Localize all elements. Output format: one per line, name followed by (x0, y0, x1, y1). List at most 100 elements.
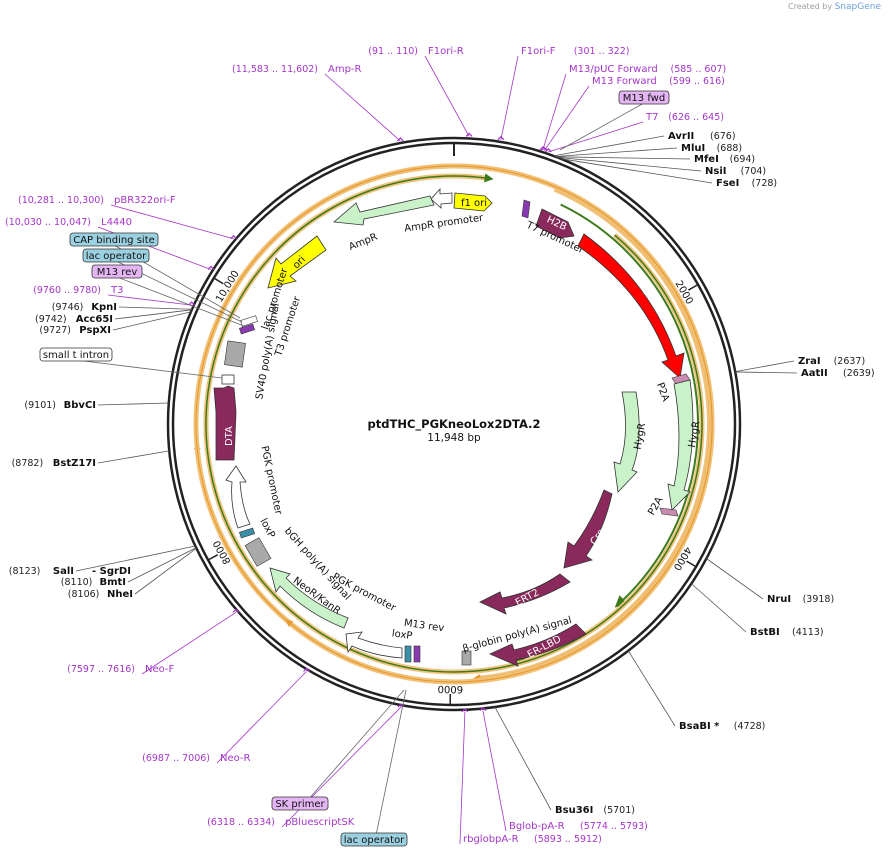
ert2-shape[interactable] (479, 573, 571, 615)
site-mlui-name[interactable]: MluI (681, 143, 705, 154)
p2a-2-shape[interactable] (659, 507, 679, 517)
site-avrii-name[interactable]: AvrII (668, 131, 694, 142)
callout-line (127, 547, 197, 583)
h2b-shape[interactable] (535, 208, 575, 239)
p2a-1-label: P2A (654, 381, 671, 403)
loxp-1-shape[interactable] (239, 527, 255, 539)
lac-promoter-shape[interactable] (240, 315, 258, 327)
m13-fwd-box-box[interactable] (618, 90, 670, 105)
hygr-inner-shape[interactable] (613, 391, 640, 493)
site-nhei-name[interactable]: NheI (107, 589, 133, 600)
site-nsii-name[interactable]: NsiI (705, 166, 726, 177)
site-bsabi-coord: (4728) (734, 721, 766, 732)
site-bbvci-name[interactable]: BbvCI (64, 400, 96, 411)
primer-amp-r-name[interactable]: Amp-R (328, 64, 362, 75)
site-aatii-name[interactable]: AatII (801, 368, 828, 379)
site-bsu36i-name[interactable]: Bsu36I (555, 805, 593, 816)
tdtomato-shape[interactable] (577, 233, 685, 379)
site-fsei-coord: (728) (752, 178, 778, 189)
sv40-pa-shape[interactable] (224, 340, 246, 368)
site-aatii-coord: (2639) (843, 368, 875, 379)
site-mlui-coord: (688) (717, 143, 743, 154)
callout-line (107, 294, 192, 306)
hygr-outer-label: HygR (687, 420, 702, 448)
m13-fwd-box-text: M13 fwd (623, 93, 665, 104)
callout-line (559, 102, 645, 151)
callout-line (557, 156, 702, 172)
site-kpni-name[interactable]: KpnI (91, 302, 117, 313)
site-zrai-name[interactable]: ZraI (798, 356, 821, 367)
site-nsii-coord: (704) (741, 166, 767, 177)
site-zrai-coord: (2637) (834, 356, 866, 367)
site-fsei-name[interactable]: FseI (716, 178, 739, 189)
site-bstbi-name[interactable]: BstBI (750, 627, 780, 638)
primer-neo-f-name[interactable]: Neo-F (145, 664, 175, 675)
primer-l4440-name[interactable]: L4440 (101, 217, 132, 228)
pgk-promoter-2-shape[interactable] (225, 465, 251, 529)
primer-f1ori-f-coord: (301 .. 322) (574, 46, 630, 57)
primer-t3-name[interactable]: T3 (110, 285, 123, 296)
site-bmti-name[interactable]: BmtI (99, 577, 126, 588)
m13-rev-box-box[interactable] (91, 264, 143, 279)
site-nrui-name[interactable]: NruI (767, 594, 791, 605)
bgh-pa-shape[interactable] (244, 537, 272, 567)
small-t-intron-box[interactable] (39, 347, 113, 362)
neokanr-shape[interactable] (269, 567, 349, 629)
primer-f1ori-f-mark (497, 135, 505, 141)
primer-pbluescriptsk-name[interactable]: pBluescriptSK (285, 817, 355, 828)
primer-bglob-pa-r-name[interactable]: Bglob-pA-R (509, 821, 565, 832)
callout-line (118, 306, 193, 310)
callout-line (97, 450, 170, 464)
tick-mark (212, 276, 224, 285)
site-pspxi-name[interactable]: PspXI (79, 325, 111, 336)
site-bstz17i-name[interactable]: BstZ17I (53, 458, 96, 469)
brand-prefix: Created by (788, 2, 833, 11)
site-bmti-coord: (8110) (61, 577, 93, 588)
lac-operator-bottom-box[interactable] (340, 832, 408, 847)
pgk-promoter-1-shape[interactable] (345, 631, 403, 659)
lac-operator-top-box[interactable] (82, 248, 150, 263)
callout-line (548, 121, 644, 153)
site-sali-name[interactable]: SalI (53, 566, 74, 577)
f1-ori-shape[interactable] (453, 192, 493, 212)
sk-primer-box[interactable] (271, 796, 329, 811)
hygr-inner-label: HygR (633, 422, 648, 450)
primer-f1ori-f-name[interactable]: F1ori-F (521, 46, 556, 57)
primer-t7-name[interactable]: T7 (645, 112, 658, 123)
primer-neo-r-name[interactable]: Neo-R (220, 753, 251, 764)
primer-m13-puc-fwd-name[interactable]: M13/pUC Forward (569, 64, 658, 75)
primer-rbglobpa-r-mark (461, 707, 469, 713)
callout-line (500, 55, 519, 140)
site-nrui-coord: (3918) (803, 594, 835, 605)
small-t-intron-shape[interactable] (221, 374, 235, 385)
site-avrii-coord: (676) (710, 131, 736, 142)
ampr-shape[interactable] (333, 195, 435, 226)
ori-shape[interactable] (267, 235, 327, 289)
tick-mark (686, 560, 698, 568)
primer-m13-fwd-name[interactable]: M13 Forward (592, 76, 657, 87)
primer-neo-f-mark (232, 608, 240, 613)
site-bsabi-name[interactable]: BsaBI * (679, 721, 720, 732)
f1-ori-label: f1 ori (461, 198, 487, 209)
cre-shape[interactable] (563, 489, 613, 569)
hygr-outer-shape[interactable] (667, 379, 694, 511)
site-acc65i-name[interactable]: Acc65I (76, 314, 113, 325)
primer-rbglobpa-r-name[interactable]: rbglobpA-R (463, 834, 519, 845)
bglobin-pa-shape[interactable] (461, 650, 472, 666)
t7-promoter-shape[interactable] (521, 199, 531, 219)
site-mfei-name[interactable]: MfeI (694, 154, 719, 165)
site-sgrdi-name[interactable]: - SgrDI (92, 566, 131, 577)
amp-promoter-shape[interactable] (430, 187, 453, 209)
primer-f1ori-r-name[interactable]: F1ori-R (428, 46, 464, 57)
loxp-2-shape[interactable] (404, 645, 412, 663)
t3-promoter-shape[interactable] (239, 323, 255, 335)
tick-label: 6000 (438, 683, 464, 694)
er-lbd-shape[interactable] (489, 623, 587, 667)
m13-rev-feat-shape[interactable] (413, 645, 421, 663)
callout-line (735, 360, 795, 373)
primer-rbglobpa-r-coord: (5893 .. 5912) (534, 834, 602, 845)
cap-binding-site-box[interactable] (69, 232, 159, 247)
dta-shape[interactable] (213, 385, 237, 461)
primer-pbr322ori-f-name[interactable]: pBR322ori-F (114, 195, 176, 206)
